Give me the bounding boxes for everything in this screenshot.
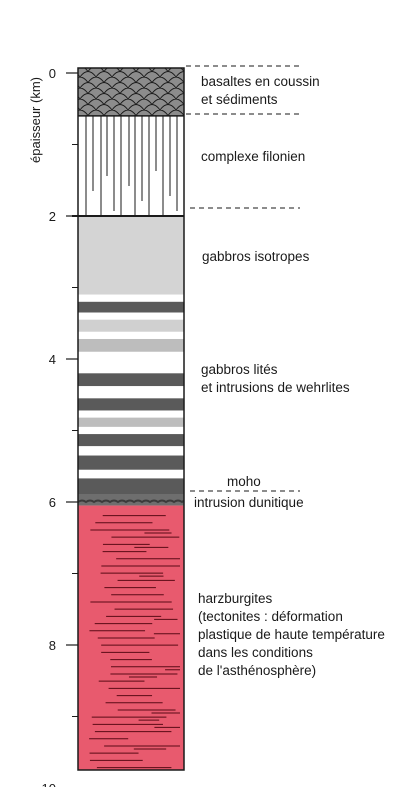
label-layered-gabbros: gabbros lités et intrusions de wehrlites — [201, 362, 350, 395]
tick-label: 4 — [49, 352, 56, 367]
gabbro-band — [78, 386, 184, 399]
gabbro-band — [78, 455, 184, 470]
gabbro-band — [78, 478, 184, 495]
label-harzburgites: harzburgites (tectonites : déformation p… — [198, 591, 389, 678]
tick-label: 10 — [42, 781, 56, 787]
gabbro-band — [78, 294, 184, 302]
gabbro-band — [78, 312, 184, 320]
gabbro-band — [78, 373, 184, 387]
label-isotropic-gabbros: gabbros isotropes — [202, 249, 310, 264]
harzburgite-dashes — [89, 515, 180, 769]
depth-axis: épaisseur (km) 0 2 4 6 8 10 — [28, 66, 78, 787]
dyke-lines — [85, 115, 178, 224]
lithology-column — [78, 68, 184, 770]
label-dykes: complexe filonien — [201, 149, 305, 164]
gabbro-band — [78, 351, 184, 374]
gabbro-band — [78, 398, 184, 411]
gabbro-band — [78, 434, 184, 447]
tick-label: 0 — [49, 66, 56, 81]
gabbro-band — [78, 331, 184, 339]
moho-boundary — [78, 499, 184, 504]
layer-labels: basaltes en coussin et sédiments complex… — [194, 74, 389, 678]
gabbro-band — [78, 417, 184, 427]
tick-label: 8 — [49, 638, 56, 653]
axis-ticks: 0 2 4 6 8 10 — [42, 66, 78, 787]
axis-label: épaisseur (km) — [28, 77, 43, 163]
gabbro-band — [78, 469, 184, 479]
gabbro-band — [78, 338, 184, 352]
layer-isotropic-gabbros — [78, 216, 184, 295]
tick-label: 6 — [49, 495, 56, 510]
gabbro-band — [78, 426, 184, 435]
gabbro-band — [78, 446, 184, 456]
label-moho: moho — [227, 474, 261, 489]
layer-basalts — [78, 68, 184, 116]
gabbro-band — [78, 410, 184, 418]
label-dunite: intrusion dunitique — [194, 495, 304, 510]
layer-dykes — [78, 115, 184, 216]
gabbro-band — [78, 301, 184, 313]
layered-gabbro-bands — [78, 294, 184, 495]
column-border — [77, 67, 185, 771]
boundary-markers — [186, 65, 300, 492]
tick-label: 2 — [49, 209, 56, 224]
gabbro-band — [78, 319, 184, 332]
label-basalts: basaltes en coussin et sédiments — [201, 74, 323, 107]
